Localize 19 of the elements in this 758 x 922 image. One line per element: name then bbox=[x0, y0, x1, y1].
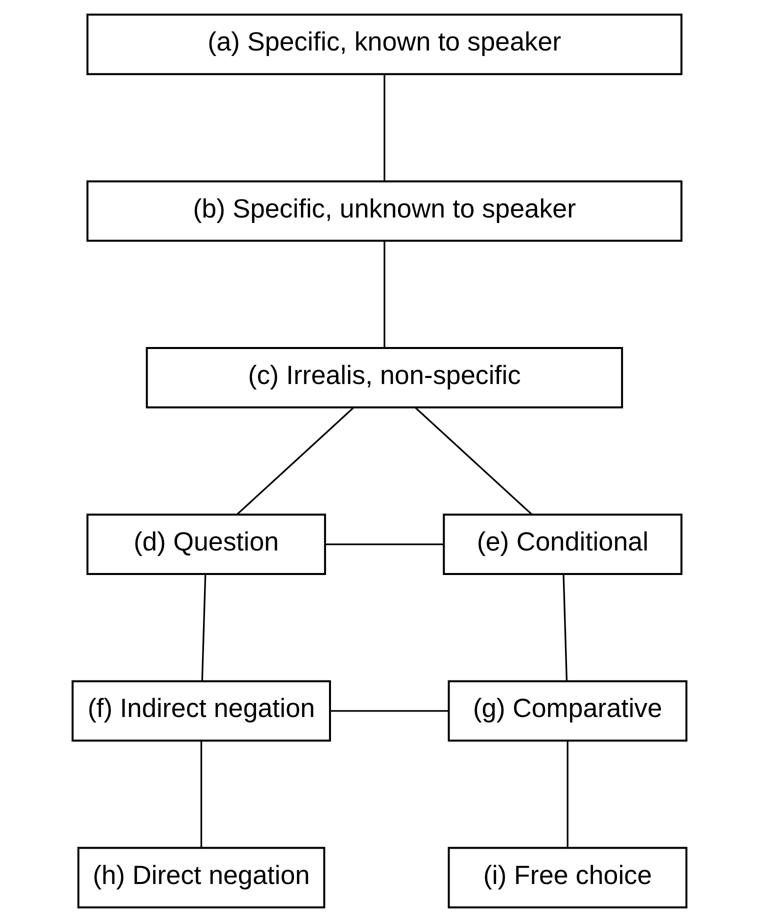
node-box: (g) Comparative bbox=[447, 680, 687, 742]
node-box: (a) Specific, known to speaker bbox=[86, 14, 682, 76]
connector bbox=[414, 407, 532, 516]
node-box: (f) Indirect negation bbox=[71, 680, 330, 742]
node-box: (c) Irrealis, non-specific bbox=[145, 346, 623, 408]
connector bbox=[383, 241, 385, 348]
node-box: (d) Question bbox=[86, 514, 326, 576]
connector bbox=[324, 544, 443, 546]
connector bbox=[566, 741, 568, 848]
connector bbox=[383, 74, 385, 182]
connector bbox=[330, 710, 448, 712]
node-box: (i) Free choice bbox=[447, 846, 687, 908]
connector bbox=[200, 574, 206, 682]
node-box: (e) Conditional bbox=[442, 514, 682, 576]
connector bbox=[236, 407, 354, 516]
node-box: (h) Direct negation bbox=[76, 846, 325, 908]
node-box: (b) Specific, unknown to speaker bbox=[86, 180, 682, 242]
connector bbox=[562, 574, 568, 682]
connector bbox=[200, 741, 202, 848]
